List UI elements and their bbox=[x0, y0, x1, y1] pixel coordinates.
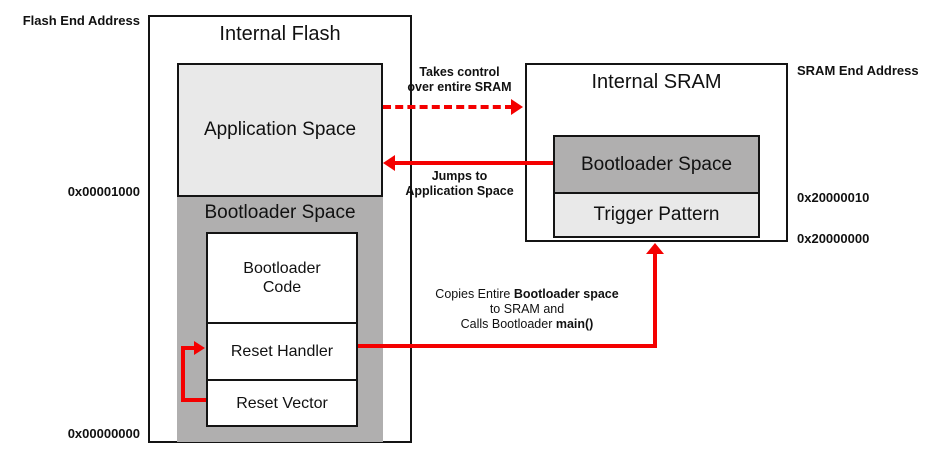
reset-vector-arrow-bottom-line bbox=[181, 398, 206, 402]
takes-control-annotation: Takes control over entire SRAM bbox=[397, 65, 522, 95]
jumps-to-arrowhead-icon bbox=[383, 155, 395, 171]
takes-control-arrow-line bbox=[383, 105, 513, 109]
takes-control-line1: Takes control bbox=[419, 65, 500, 79]
copies-arrow-horizontal-line bbox=[358, 344, 657, 348]
internal-flash-title: Internal Flash bbox=[219, 23, 341, 45]
copies-arrowhead-icon bbox=[646, 243, 664, 254]
reset-vector-arrow-vertical-line bbox=[181, 346, 185, 402]
sram-end-address-label: SRAM End Address bbox=[797, 63, 919, 78]
application-space-label: Application Space bbox=[203, 119, 357, 140]
sram-bootloader-space-box: Bootloader Space bbox=[553, 135, 760, 194]
reset-vector-arrow-top-line bbox=[181, 346, 195, 350]
application-space-box: Application Space bbox=[177, 63, 383, 197]
flash-end-address-label: Flash End Address bbox=[22, 13, 140, 28]
jumps-to-line2: Application Space bbox=[405, 184, 514, 198]
bootloader-code-section: Bootloader Code bbox=[208, 234, 356, 324]
trigger-pattern-box: Trigger Pattern bbox=[553, 194, 760, 238]
jumps-to-annotation: Jumps to Application Space bbox=[397, 169, 522, 199]
copies-line3: Calls Bootloader main() bbox=[422, 317, 632, 332]
bootloader-code-label: Bootloader Code bbox=[243, 260, 321, 296]
internal-sram-title: Internal SRAM bbox=[591, 71, 722, 93]
reset-handler-label: Reset Handler bbox=[230, 343, 334, 360]
reset-vector-arrowhead-icon bbox=[194, 341, 205, 355]
takes-control-line2: over entire SRAM bbox=[407, 80, 512, 94]
copies-arrow-vertical-line bbox=[653, 253, 657, 348]
copies-line1-normal: Copies Entire bbox=[435, 287, 514, 301]
copies-line3-bold: main() bbox=[555, 317, 594, 331]
reset-vector-section: Reset Vector bbox=[208, 381, 356, 425]
copies-line2: to SRAM and bbox=[489, 302, 565, 316]
sram-boot-boundary-address-label: 0x20000010 bbox=[797, 190, 870, 205]
sram-bootloader-space-label: Bootloader Space bbox=[580, 153, 733, 175]
bootloader-inner-box: Bootloader Code Reset Handler Reset Vect… bbox=[206, 232, 358, 427]
copies-annotation: Copies Entire Bootloader space to SRAM a… bbox=[422, 287, 632, 332]
flash-boot-boundary-address-label: 0x00001000 bbox=[67, 184, 140, 199]
sram-base-address-label: 0x20000000 bbox=[797, 231, 870, 246]
trigger-pattern-label: Trigger Pattern bbox=[593, 204, 720, 225]
flash-base-address-label: 0x00000000 bbox=[67, 426, 140, 441]
takes-control-arrowhead-icon bbox=[511, 99, 523, 115]
copies-line1: Copies Entire Bootloader space bbox=[422, 287, 632, 302]
reset-handler-section: Reset Handler bbox=[208, 324, 356, 381]
copies-line3-normal: Calls Bootloader bbox=[460, 317, 556, 331]
copies-line1-bold: Bootloader space bbox=[513, 287, 619, 301]
flash-bootloader-space-label: Bootloader Space bbox=[204, 202, 356, 223]
jumps-to-line1: Jumps to bbox=[431, 169, 488, 183]
reset-vector-label: Reset Vector bbox=[236, 394, 328, 412]
jumps-to-arrow-line bbox=[394, 161, 553, 165]
